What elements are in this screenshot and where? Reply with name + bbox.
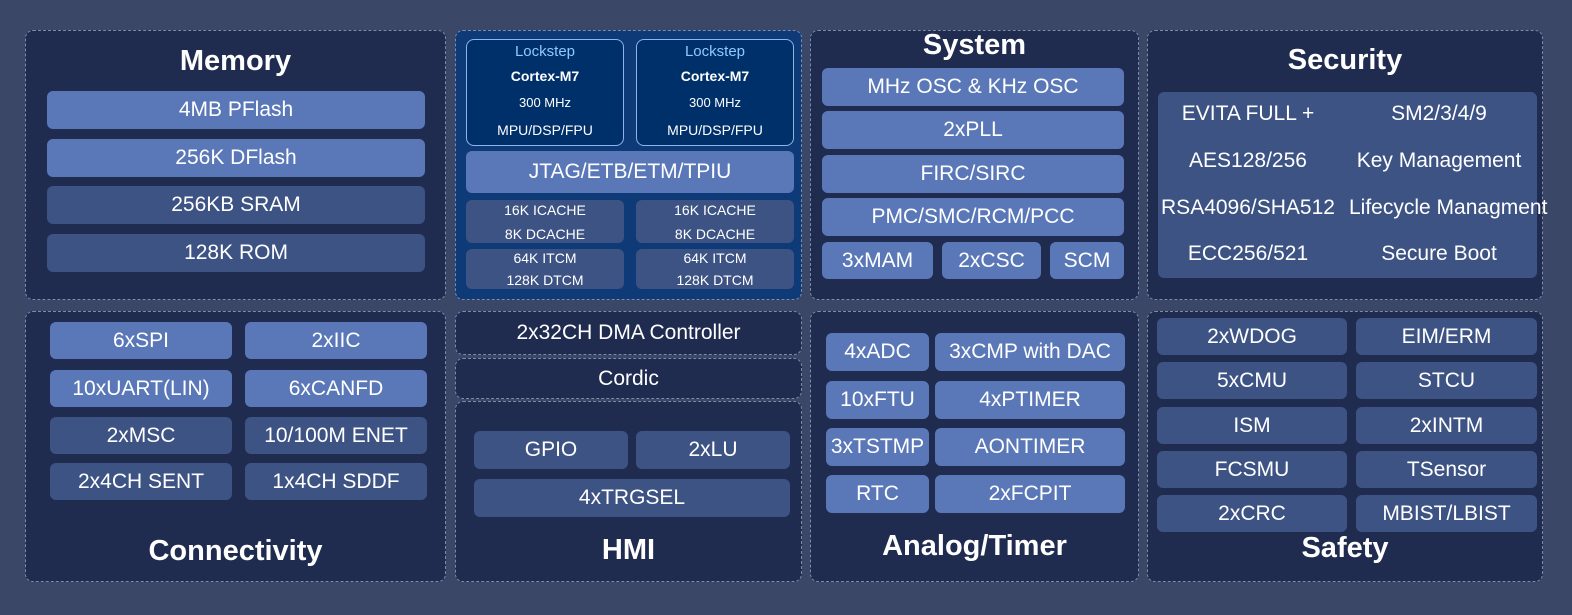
security-rsa: RSA4096/SHA512 bbox=[1161, 196, 1335, 219]
security-sm: SM2/3/4/9 bbox=[1391, 102, 1487, 125]
analog-title: Analog/Timer bbox=[882, 530, 1067, 562]
system-osc: MHz OSC & KHz OSC bbox=[822, 68, 1124, 106]
safety-mbist: MBIST/LBIST bbox=[1356, 495, 1537, 532]
system-csc: 2xCSC bbox=[942, 242, 1041, 279]
core-debug: JTAG/ETB/ETM/TPIU bbox=[466, 151, 794, 193]
security-panel: Security EVITA FULL + AES128/256 RSA4096… bbox=[1147, 30, 1548, 300]
safety-tsensor: TSensor bbox=[1356, 451, 1537, 488]
analog-ftu: 10xFTU bbox=[826, 381, 929, 419]
connectivity-iic: 2xIIC bbox=[245, 322, 427, 359]
system-scm: SCM bbox=[1050, 242, 1124, 279]
safety-title: Safety bbox=[1301, 532, 1389, 564]
security-key-management: Key Management bbox=[1356, 149, 1522, 172]
analog-adc: 4xADC bbox=[826, 333, 929, 371]
memory-title: Memory bbox=[179, 45, 292, 77]
safety-wdog: 2xWDOG bbox=[1157, 318, 1347, 355]
hmi-lu: 2xLU bbox=[636, 431, 790, 469]
system-pmc: PMC/SMC/RCM/PCC bbox=[822, 198, 1124, 236]
cordic-panel: Cordic bbox=[455, 358, 802, 399]
connectivity-spi: 6xSPI bbox=[50, 322, 232, 359]
core-tcm-left: 64K ITCM 128K DTCM bbox=[466, 249, 624, 289]
safety-cmu: 5xCMU bbox=[1157, 362, 1347, 399]
safety-stcu: STCU bbox=[1356, 362, 1537, 399]
security-evita: EVITA FULL + bbox=[1181, 102, 1315, 125]
connectivity-uart: 10xUART(LIN) bbox=[50, 370, 232, 407]
core-right: Lockstep Cortex-M7 300 MHz MPU/DSP/FPU bbox=[636, 39, 794, 146]
core-tcm-right: 64K ITCM 128K DTCM bbox=[636, 249, 794, 289]
security-secure-boot: Secure Boot bbox=[1381, 242, 1497, 265]
hmi-cordic: Cordic bbox=[598, 366, 659, 390]
system-title: System bbox=[922, 29, 1027, 61]
hmi-title: HMI bbox=[601, 534, 656, 566]
system-mam: 3xMAM bbox=[822, 242, 933, 279]
security-aes: AES128/256 bbox=[1189, 149, 1307, 172]
memory-pflash: 4MB PFlash bbox=[47, 91, 425, 129]
analog-rtc: RTC bbox=[826, 475, 929, 513]
connectivity-title: Connectivity bbox=[148, 535, 323, 567]
connectivity-panel: 6xSPI 2xIIC 10xUART(LIN) 6xCANFD 2xMSC 1… bbox=[25, 311, 446, 582]
hmi-gpio: GPIO bbox=[474, 431, 628, 469]
connectivity-sddf: 1x4CH SDDF bbox=[245, 463, 427, 500]
core-right-features: MPU/DSP/FPU bbox=[667, 122, 763, 138]
connectivity-msc: 2xMSC bbox=[50, 417, 232, 454]
core-cache-right-dcache: 8K DCACHE bbox=[674, 225, 756, 242]
analog-cmp: 3xCMP with DAC bbox=[935, 333, 1125, 371]
core-panel: Lockstep Cortex-M7 300 MHz MPU/DSP/FPU L… bbox=[455, 30, 802, 300]
security-title: Security bbox=[1287, 44, 1403, 76]
analog-ptimer: 4xPTIMER bbox=[935, 381, 1125, 419]
safety-intm: 2xINTM bbox=[1356, 407, 1537, 444]
connectivity-sent: 2x4CH SENT bbox=[50, 463, 232, 500]
analog-panel: 4xADC 3xCMP with DAC 10xFTU 4xPTIMER 3xT… bbox=[810, 311, 1139, 582]
memory-rom: 128K ROM bbox=[47, 234, 425, 272]
core-right-freq: 300 MHz bbox=[688, 95, 742, 110]
security-feature-box: EVITA FULL + AES128/256 RSA4096/SHA512 E… bbox=[1158, 92, 1548, 278]
safety-ism: ISM bbox=[1157, 407, 1347, 444]
core-left-freq: 300 MHz bbox=[518, 95, 572, 110]
core-cache-right-icache: 16K ICACHE bbox=[674, 201, 756, 218]
memory-panel: Memory 4MB PFlash 256K DFlash 256KB SRAM… bbox=[25, 30, 446, 300]
core-cache-right: 16K ICACHE 8K DCACHE bbox=[636, 200, 794, 243]
core-right-name: Cortex-M7 bbox=[680, 68, 750, 84]
safety-fcsmu: FCSMU bbox=[1157, 451, 1347, 488]
hmi-dma: 2x32CH DMA Controller bbox=[516, 321, 741, 344]
core-tcm-left-dtcm: 128K DTCM bbox=[506, 272, 584, 288]
core-left: Lockstep Cortex-M7 300 MHz MPU/DSP/FPU bbox=[466, 39, 624, 146]
core-left-features: MPU/DSP/FPU bbox=[497, 122, 593, 138]
analog-fcpit: 2xFCPIT bbox=[935, 475, 1125, 513]
core-tcm-left-itcm: 64K ITCM bbox=[513, 250, 577, 266]
dma-panel: 2x32CH DMA Controller bbox=[455, 311, 802, 355]
safety-panel: 2xWDOG EIM/ERM 5xCMU STCU ISM 2xINTM FCS… bbox=[1147, 311, 1543, 582]
system-panel: System MHz OSC & KHz OSC 2xPLL FIRC/SIRC… bbox=[810, 29, 1139, 300]
core-cache-left-icache: 16K ICACHE bbox=[504, 201, 586, 218]
system-pll: 2xPLL bbox=[822, 111, 1124, 149]
core-cache-left: 16K ICACHE 8K DCACHE bbox=[466, 200, 624, 243]
safety-crc: 2xCRC bbox=[1157, 495, 1347, 532]
core-left-name: Cortex-M7 bbox=[510, 68, 580, 84]
analog-aontimer: AONTIMER bbox=[935, 428, 1125, 466]
memory-sram: 256KB SRAM bbox=[47, 186, 425, 224]
safety-eim: EIM/ERM bbox=[1356, 318, 1537, 355]
connectivity-canfd: 6xCANFD bbox=[245, 370, 427, 407]
system-firc: FIRC/SIRC bbox=[822, 155, 1124, 193]
core-tcm-right-itcm: 64K ITCM bbox=[683, 250, 747, 266]
core-tcm-right-dtcm: 128K DTCM bbox=[676, 272, 754, 288]
hmi-panel: GPIO 2xLU 4xTRGSEL HMI bbox=[455, 401, 802, 582]
memory-dflash: 256K DFlash bbox=[47, 139, 425, 177]
core-right-lockstep: Lockstep bbox=[684, 43, 746, 60]
hmi-trgsel: 4xTRGSEL bbox=[474, 479, 790, 517]
core-cache-left-dcache: 8K DCACHE bbox=[504, 225, 586, 242]
core-left-lockstep: Lockstep bbox=[514, 43, 576, 60]
connectivity-enet: 10/100M ENET bbox=[245, 417, 427, 454]
analog-tstmp: 3xTSTMP bbox=[826, 428, 929, 466]
security-ecc: ECC256/521 bbox=[1187, 242, 1309, 265]
security-lifecycle: Lifecycle Managment bbox=[1349, 196, 1548, 219]
